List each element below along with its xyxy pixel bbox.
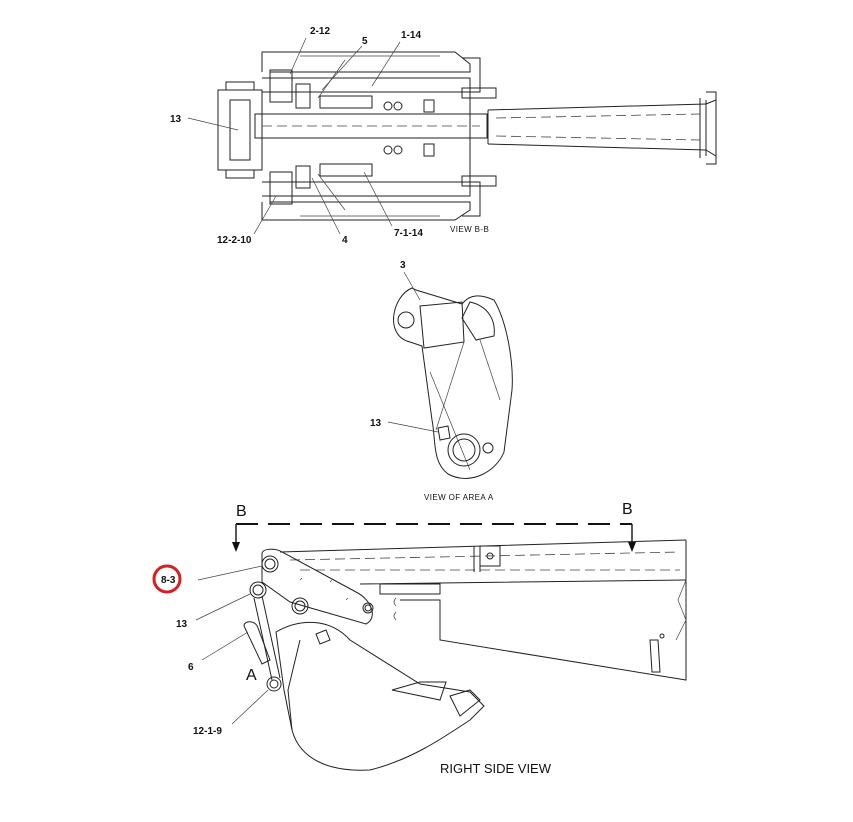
callout-12-1-9: 12-1-9 bbox=[193, 726, 222, 737]
pin-8-3 bbox=[261, 555, 279, 573]
area-a-eye bbox=[397, 311, 415, 329]
callout-8-3: 8-3 bbox=[161, 575, 176, 586]
bb-main-pin bbox=[254, 113, 488, 139]
stick bbox=[279, 539, 687, 585]
caption-right-side-view: RIGHT SIDE VIEW bbox=[440, 761, 552, 776]
callout-5: 5 bbox=[362, 36, 368, 47]
pin-12-1-9 bbox=[266, 676, 282, 692]
section-mark-b-right: B bbox=[622, 501, 633, 518]
callout-7-1-14: 7-1-14 bbox=[394, 228, 423, 239]
area-a-outline bbox=[393, 287, 513, 479]
callout-4: 4 bbox=[342, 235, 348, 246]
pin-13-side bbox=[249, 581, 267, 599]
highlight-ring bbox=[152, 564, 182, 594]
bb-upper-plate bbox=[261, 51, 471, 73]
callout-6: 6 bbox=[188, 662, 194, 673]
callout-12-2-10: 12-2-10 bbox=[217, 235, 252, 246]
callout-13-side: 13 bbox=[176, 619, 188, 630]
callout-13-area-a: 13 bbox=[370, 418, 382, 429]
area-a-plate bbox=[419, 301, 465, 349]
callout-1-14: 1-14 bbox=[401, 30, 421, 41]
section-mark-b-left: B bbox=[236, 503, 247, 520]
caption-view-bb: VIEW B-B bbox=[450, 225, 489, 234]
area-mark-a: A bbox=[246, 667, 257, 684]
guide-link bbox=[261, 548, 373, 625]
callout-13-bb: 13 bbox=[170, 114, 182, 125]
callout-3-area-a: 3 bbox=[400, 260, 406, 271]
callout-2-12: 2-12 bbox=[310, 26, 330, 37]
bb-pin-boss-lower bbox=[269, 171, 293, 205]
area-a-pin bbox=[447, 433, 481, 467]
bb-pin-boss-upper bbox=[269, 69, 293, 103]
view-bb: 2-12 5 1-14 13 12-2-10 4 7-1-14 VIEW B-B bbox=[170, 26, 717, 246]
caption-view-of-area-a: VIEW OF AREA A bbox=[424, 493, 494, 502]
view-area-a: 3 13 VIEW OF AREA A bbox=[370, 260, 513, 502]
bb-lower-plate bbox=[261, 201, 471, 221]
bucket bbox=[275, 621, 485, 771]
right-side-view: B B bbox=[152, 501, 687, 776]
